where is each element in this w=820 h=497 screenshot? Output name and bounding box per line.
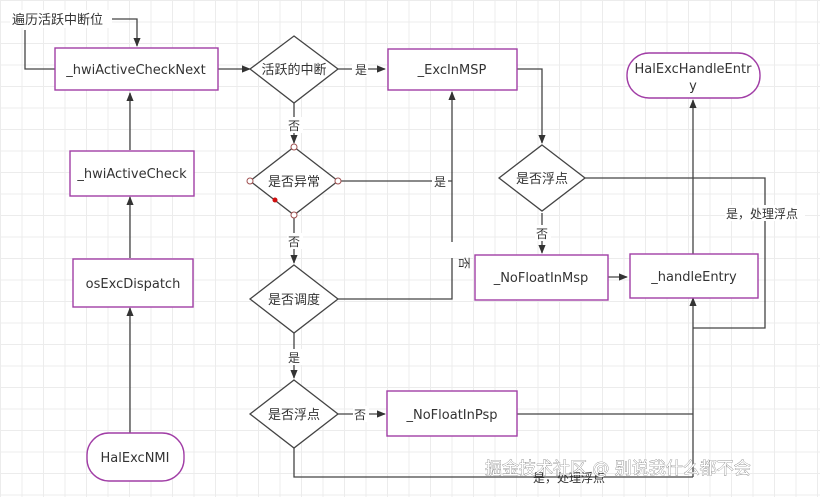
label-float-right-no: 否 [536,227,548,241]
edge-next-loop-back [24,30,55,70]
label-active-yes: 是 [355,63,367,77]
label-float-right-yes: 是，处理浮点 [726,207,798,221]
decision-is-float-right[interactable]: 是否浮点 [497,144,587,212]
svg-text:HalExcHandleEntr: HalExcHandleEntr [635,62,753,77]
label-exception-yes: 是 [434,175,446,189]
edge-float-yes-handle [585,177,766,329]
svg-text:_hwiActiveCheck: _hwiActiveCheck [76,167,187,182]
node-hwiactivechecknext[interactable]: _hwiActiveCheckNext [54,47,219,91]
edge-excinmsp-to-float [517,68,546,144]
selection-dot [272,197,278,203]
decision-is-schedule[interactable]: 是否调度 [248,264,340,334]
svg-text:是否浮点: 是否浮点 [268,408,320,423]
edge-traverse-into-next [110,18,141,47]
svg-text:_ExcInMSP: _ExcInMSP [417,63,487,78]
node-halexcnmi[interactable]: HalExcNMI [86,432,185,482]
svg-text:_handleEntry: _handleEntry [650,270,737,285]
svg-text:活跃的中断: 活跃的中断 [261,62,326,78]
svg-text:是否调度: 是否调度 [268,292,320,308]
decision-is-exception[interactable]: 是否异常 [246,143,342,219]
label-active-no: 否 [288,119,300,133]
node-nofloatinpsp[interactable]: _NoFloatInPsp [386,390,518,437]
node-hwiactivecheck[interactable]: _hwiActiveCheck [69,150,195,197]
decision-active-irq[interactable]: 活跃的中断 [248,35,340,104]
svg-text:y: y [689,79,697,94]
edge-schedule-no-to-excinmsp [338,91,456,300]
svg-text:osExcDispatch: osExcDispatch [86,277,181,292]
svg-text:_NoFloatInMsp: _NoFloatInMsp [493,271,589,286]
label-float-left-no: 否 [354,408,366,422]
label-exception-no: 否 [288,235,300,249]
connection-handle[interactable] [290,143,298,151]
connection-handle[interactable] [246,177,254,185]
node-excinmsp[interactable]: _ExcInMSP [387,48,518,91]
svg-text:是否浮点: 是否浮点 [516,172,568,187]
decision-is-float-left[interactable]: 是否浮点 [248,379,340,449]
label-schedule-no: 否 [457,257,471,269]
node-halexchandleentry[interactable]: HalExcHandleEntr y [626,52,761,99]
node-osexcdispatch[interactable]: osExcDispatch [72,258,194,308]
svg-text:是否异常: 是否异常 [268,175,320,190]
node-handleentry[interactable]: _handleEntry [629,253,759,299]
label-schedule-yes: 是 [288,351,300,365]
connection-handle[interactable] [290,211,298,219]
edge-float-yes-bottom [293,448,693,478]
svg-text:_hwiActiveCheckNext: _hwiActiveCheckNext [65,63,205,78]
svg-text:_NoFloatInPsp: _NoFloatInPsp [406,408,498,423]
svg-text:HalExcNMI: HalExcNMI [101,451,170,466]
label-float-left-yes: 是，处理浮点 [533,471,605,485]
node-nofloatinmsp[interactable]: _NoFloatInMsp [474,254,609,301]
connection-handle[interactable] [334,177,342,185]
watermark: 掘金技术社区 @ 别说我什么都不会 [485,459,751,479]
traverse-label: 遍历活跃中断位 [12,12,103,28]
